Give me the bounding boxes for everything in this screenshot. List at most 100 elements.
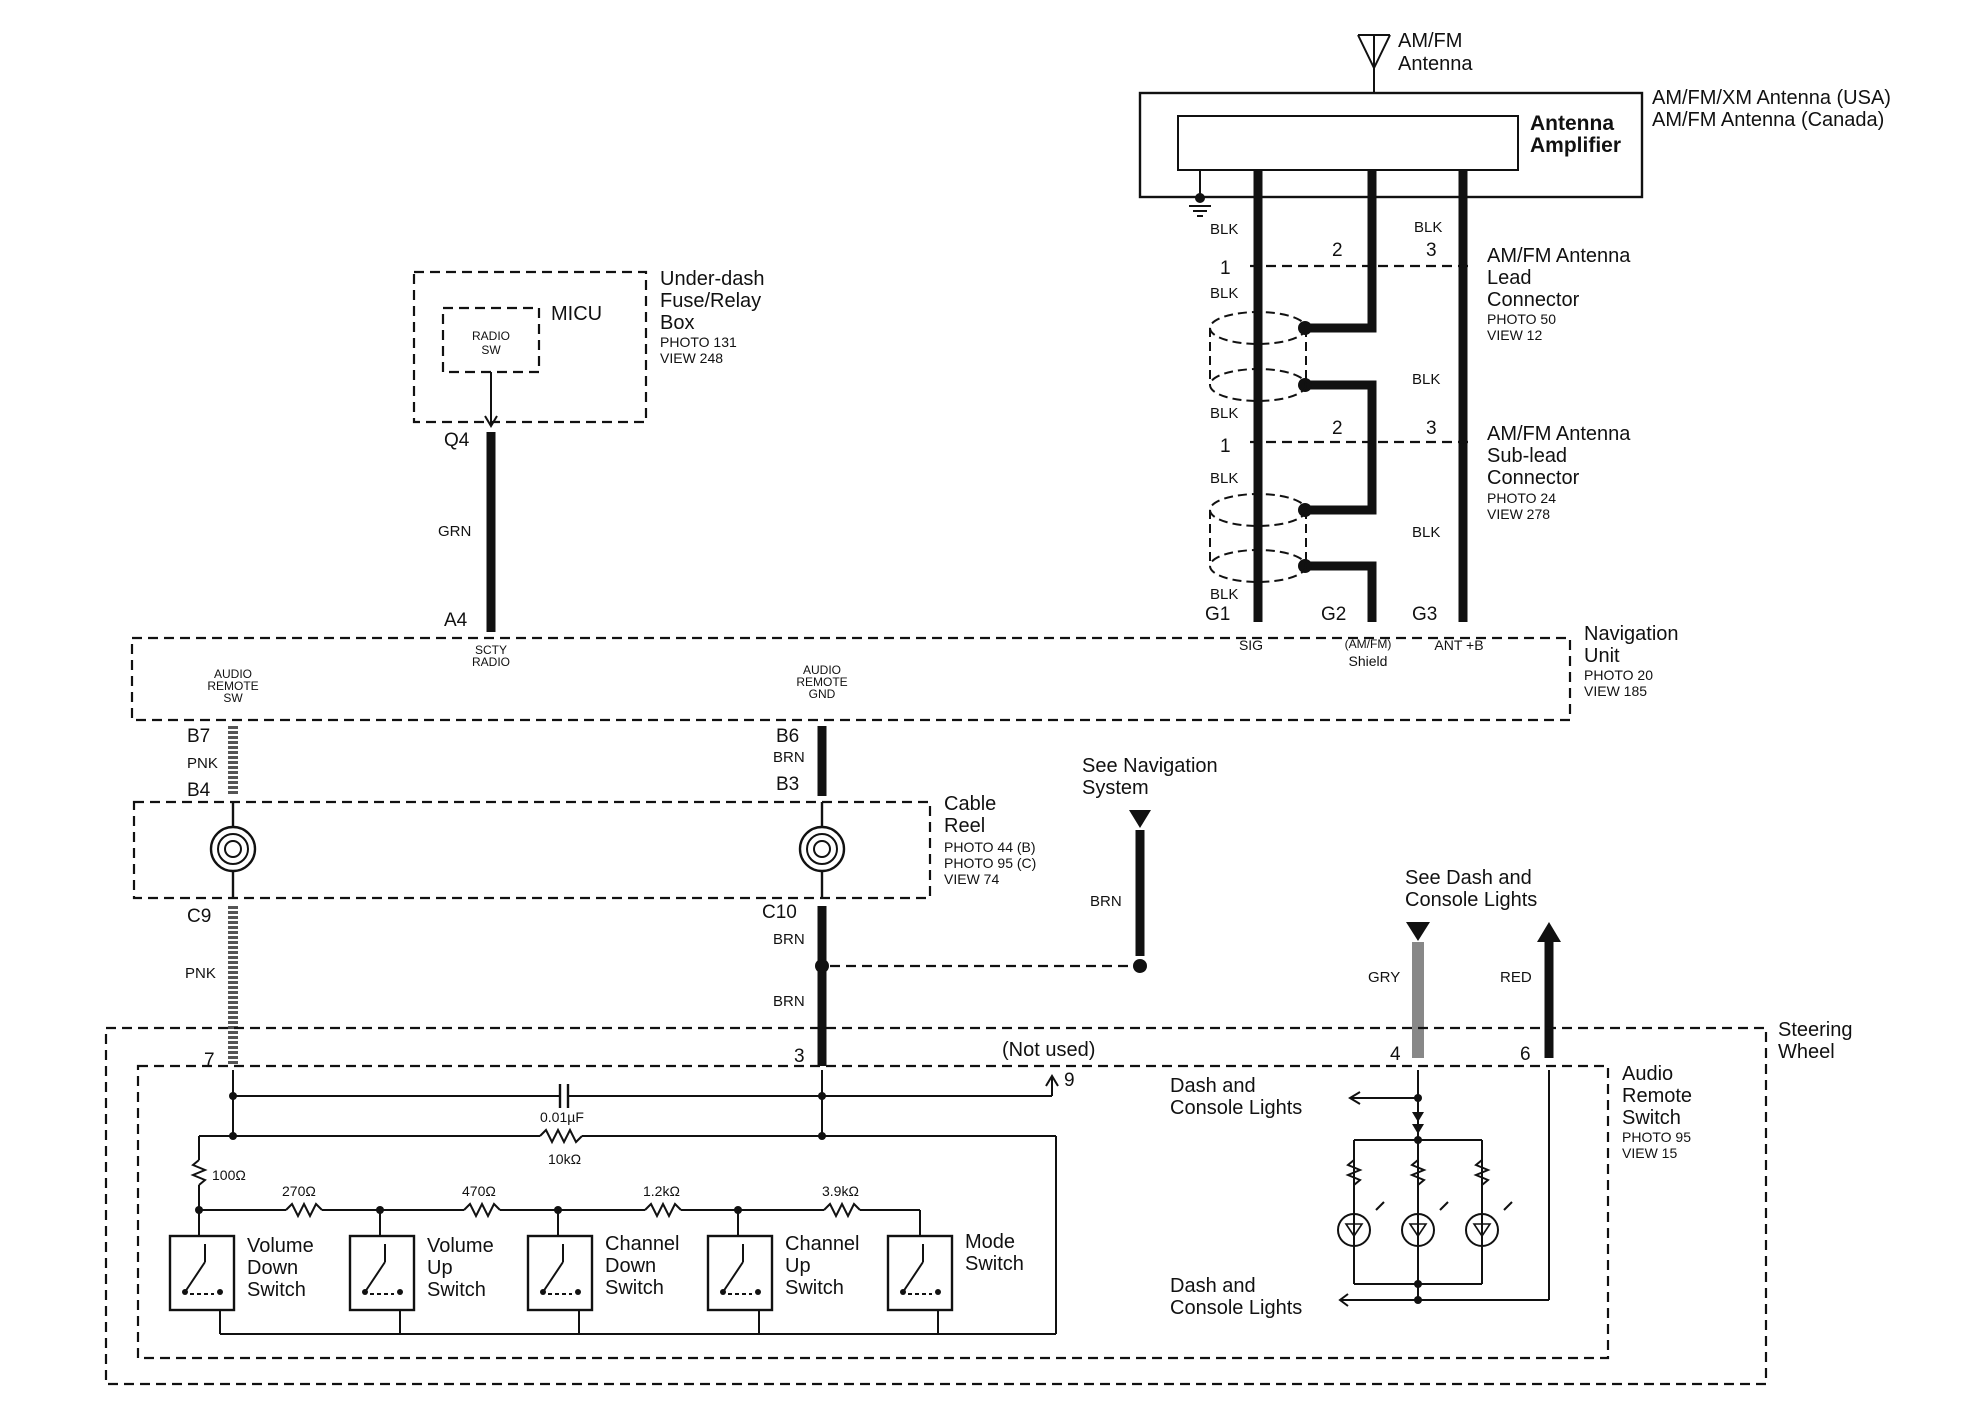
radio-sw-label-1: RADIO [472,329,510,343]
dash-light-circuit [1337,1070,1550,1307]
audio-remote-switch-label-3: Switch [1622,1107,1681,1129]
wire-color-red: RED [1500,969,1532,986]
navigation-unit-label-1: Navigation [1584,623,1679,645]
steering-wheel-label-2: Wheel [1778,1041,1835,1063]
ground-icon [1189,170,1211,217]
resistor-label: 270Ω [282,1183,316,1199]
switch-label: Down [247,1257,298,1279]
wire-color-brn: BRN [1090,893,1122,910]
terminal-label: GND [809,687,836,701]
wire-color-blk: BLK [1412,371,1440,388]
wire-color-brn: BRN [773,931,805,948]
lead-connector-label-2: Lead [1487,267,1532,289]
wire-color-brn: BRN [773,993,805,1010]
pin-label: G1 [1205,604,1230,625]
pin-label: B7 [187,726,210,747]
antenna-symbol [1357,34,1391,93]
resistor-label: 100Ω [212,1167,246,1183]
cable-reel-view: VIEW 74 [944,871,999,887]
switch-label: Switch [785,1277,844,1299]
terminal-label: ANT +B [1434,637,1483,653]
mode-switch [886,1234,954,1312]
dash-lights-out-label-1: Dash and [1170,1075,1256,1097]
switch-label: Up [427,1257,453,1279]
pin-label: 1 [1220,436,1231,457]
dash-lights-in-label-1: Dash and [1170,1275,1256,1297]
pin-label: B4 [187,780,211,801]
cable-reel-photo-b: PHOTO 44 (B) [944,839,1036,855]
navigation-unit-view: VIEW 185 [1584,683,1647,699]
wire-color-pnk: PNK [187,755,218,772]
micu-label: MICU [551,303,602,325]
switch-label: Mode [965,1231,1015,1253]
sub-lead-connector-view: VIEW 278 [1487,506,1550,522]
radio-sw-label-2: SW [481,343,501,357]
cable-reel-box [132,800,932,900]
reference-arrow-icon [1406,922,1430,941]
resistor-label: 10kΩ [548,1151,581,1167]
antenna-label-1: AM/FM [1398,30,1462,52]
antenna-assembly-canada: AM/FM Antenna (Canada) [1652,109,1884,131]
audio-remote-switch-box [136,1064,1610,1360]
wire-color-pnk: PNK [185,965,216,982]
switch-label: Volume [427,1235,494,1257]
dash-lights-in-label-2: Console Lights [1170,1297,1302,1319]
wire-color-blk: BLK [1210,405,1238,422]
wire-color-blk: BLK [1210,285,1238,302]
pin-label: C10 [762,902,797,923]
resistor-label: 1.2kΩ [643,1183,680,1199]
sub-lead-connector-photo: PHOTO 24 [1487,490,1556,506]
pin-label: 3 [1426,418,1437,439]
steering-wheel-box [104,1026,1768,1386]
pin-label: 9 [1064,1070,1075,1091]
capacitor-label: 0.01µF [540,1109,584,1125]
resistor-label: 470Ω [462,1183,496,1199]
fuse-relay-box [412,270,648,424]
pin-label: 7 [204,1050,215,1071]
not-used-label: (Not used) [1002,1039,1095,1061]
clock-spring-icon [209,802,257,898]
channel-down-switch [526,1234,594,1312]
lead-connector-label-3: Connector [1487,289,1580,311]
audio-remote-switch-label-1: Audio [1622,1063,1673,1085]
wire-color-gry: GRY [1368,969,1400,986]
lead-connector-label-1: AM/FM Antenna [1487,245,1631,267]
audio-remote-switch-label-2: Remote [1622,1085,1692,1107]
switch-label: Volume [247,1235,314,1257]
switch-label: Switch [965,1253,1024,1275]
switch-label: Switch [247,1279,306,1301]
navigation-unit-label-2: Unit [1584,645,1620,667]
fuse-box-photo: PHOTO 131 [660,334,737,350]
amplifier-label-2: Amplifier [1530,134,1621,157]
wire-color-brn: BRN [773,749,805,766]
fuse-box-label-2: Fuse/Relay [660,290,761,312]
pin-label: 2 [1332,240,1343,261]
wire-color-grn: GRN [438,523,471,540]
cable-reel-label-1: Cable [944,793,996,815]
pin-label: 6 [1520,1044,1531,1065]
arrow-up-icon [1537,922,1561,942]
lead-connector-view: VIEW 12 [1487,327,1542,343]
wire-color-blk: BLK [1210,470,1238,487]
fuse-box-label-1: Under-dash [660,268,765,290]
audio-remote-switch-photo: PHOTO 95 [1622,1129,1691,1145]
switch-label: Switch [605,1277,664,1299]
wire-color-blk: BLK [1414,219,1442,236]
terminal-label: SIG [1239,637,1263,653]
terminal-label: AUDIO [214,667,252,681]
navigation-unit-box [130,636,1572,722]
terminal-label: AUDIO [803,663,841,677]
sub-lead-connector-label-3: Connector [1487,467,1580,489]
clock-spring-icon [798,802,846,898]
antenna-assembly-box [1138,91,1644,199]
ref-dash-lights-2: Console Lights [1405,889,1537,911]
pin-label: 3 [1426,240,1437,261]
antenna-wires [1209,170,1468,622]
sub-lead-connector-label-1: AM/FM Antenna [1487,423,1631,445]
antenna-assembly-usa: AM/FM/XM Antenna (USA) [1652,87,1891,109]
audio-remote-switch-view: VIEW 15 [1622,1145,1677,1161]
switch-label: Down [605,1255,656,1277]
navigation-unit-photo: PHOTO 20 [1584,667,1653,683]
reference-arrow-icon [1129,810,1151,828]
